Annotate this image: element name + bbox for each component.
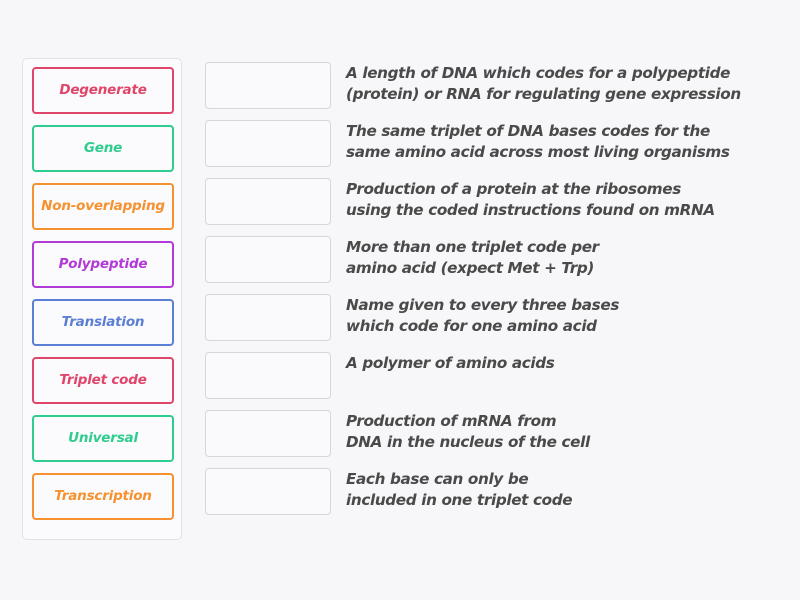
match-row-1: The same triplet of DNA bases codes for …	[205, 120, 785, 178]
definition-text-0: A length of DNA which codes for a polype…	[346, 64, 741, 103]
word-tile-5[interactable]: Triplet code	[32, 357, 174, 404]
definition-text-3: More than one triplet code per amino aci…	[346, 238, 599, 277]
match-row-4: Name given to every three bases which co…	[205, 294, 785, 352]
word-tile-label: Non-overlapping	[41, 197, 165, 214]
definition-text-4: Name given to every three bases which co…	[346, 296, 620, 335]
word-tile-label: Translation	[61, 313, 145, 330]
word-tile-label: Polypeptide	[58, 255, 148, 272]
word-tile-label: Triplet code	[59, 371, 147, 388]
dropzone-0[interactable]	[205, 62, 331, 109]
dropzone-2[interactable]	[205, 178, 331, 225]
word-tile-0[interactable]: Degenerate	[32, 67, 174, 114]
match-row-6: Production of mRNA from DNA in the nucle…	[205, 410, 785, 468]
word-tile-1[interactable]: Gene	[32, 125, 174, 172]
word-tile-label: Gene	[83, 139, 123, 156]
word-tile-2[interactable]: Non-overlapping	[32, 183, 174, 230]
match-row-0: A length of DNA which codes for a polype…	[205, 62, 785, 120]
dropzone-3[interactable]	[205, 236, 331, 283]
dropzone-4[interactable]	[205, 294, 331, 341]
word-tile-6[interactable]: Universal	[32, 415, 174, 462]
dropzone-6[interactable]	[205, 410, 331, 457]
dropzone-7[interactable]	[205, 468, 331, 515]
definition-rows: A length of DNA which codes for a polype…	[205, 62, 785, 526]
definition-text-6: Production of mRNA from DNA in the nucle…	[346, 412, 590, 451]
definition-text-7: Each base can only be included in one tr…	[346, 470, 573, 509]
dropzone-1[interactable]	[205, 120, 331, 167]
word-tile-3[interactable]: Polypeptide	[32, 241, 174, 288]
word-tiles-panel: Degenerate Gene Non-overlapping Polypept…	[22, 58, 182, 540]
match-row-2: Production of a protein at the ribosomes…	[205, 178, 785, 236]
dropzone-5[interactable]	[205, 352, 331, 399]
word-tile-label: Degenerate	[59, 81, 147, 98]
word-tile-label: Universal	[68, 429, 138, 446]
word-tile-7[interactable]: Transcription	[32, 473, 174, 520]
definition-text-5: A polymer of amino acids	[346, 354, 555, 372]
match-row-7: Each base can only be included in one tr…	[205, 468, 785, 526]
definition-text-1: The same triplet of DNA bases codes for …	[346, 122, 730, 161]
match-row-5: A polymer of amino acids	[205, 352, 785, 410]
word-tile-4[interactable]: Translation	[32, 299, 174, 346]
match-row-3: More than one triplet code per amino aci…	[205, 236, 785, 294]
definition-text-2: Production of a protein at the ribosomes…	[346, 180, 715, 219]
word-tile-label: Transcription	[54, 487, 152, 504]
